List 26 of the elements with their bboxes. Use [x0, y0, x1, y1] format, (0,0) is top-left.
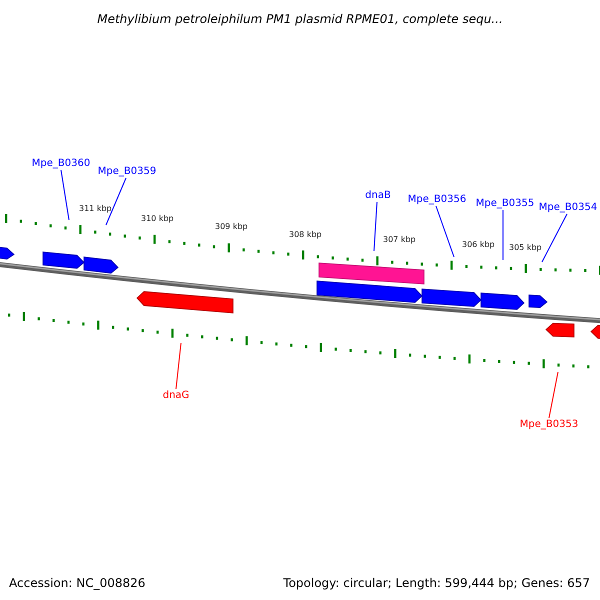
- leader-line: [374, 202, 378, 252]
- accession-text: Accession: NC_008826: [9, 575, 146, 592]
- position-label: 310 kbp: [141, 214, 174, 224]
- leader-line: [176, 342, 182, 390]
- gene-label: dnaB: [365, 189, 391, 202]
- gene-label: Mpe_B0360: [32, 157, 90, 170]
- leader-line: [106, 178, 126, 226]
- leader-line: [60, 170, 70, 220]
- gene-label: Mpe_B0353: [520, 418, 578, 431]
- position-label: 308 kbp: [289, 230, 322, 240]
- position-label: 305 kbp: [509, 243, 542, 253]
- position-label: 311 kbp: [79, 204, 112, 214]
- gene-label: Mpe_B0354: [538, 201, 598, 214]
- position-label: 306 kbp: [462, 240, 495, 250]
- genome-summary-text: Topology: circular; Length: 599,444 bp; Genes: 657: [283, 575, 590, 592]
- leader-line: [548, 372, 558, 418]
- gene-label: Mpe_B0355: [476, 197, 534, 210]
- gene-label: Mpe_B0359: [98, 165, 156, 178]
- leader-line: [502, 210, 504, 260]
- position-label: 309 kbp: [215, 222, 248, 232]
- gene-label: dnaG: [162, 389, 190, 402]
- leader-line: [436, 206, 454, 258]
- position-label: 307 kbp: [383, 235, 416, 245]
- leader-line: [542, 214, 568, 262]
- gene-label: Mpe_B0356: [408, 193, 466, 206]
- title: Methylibium petroleiphilum PM1 plasmid RPME01, complete sequ...: [96, 11, 504, 28]
